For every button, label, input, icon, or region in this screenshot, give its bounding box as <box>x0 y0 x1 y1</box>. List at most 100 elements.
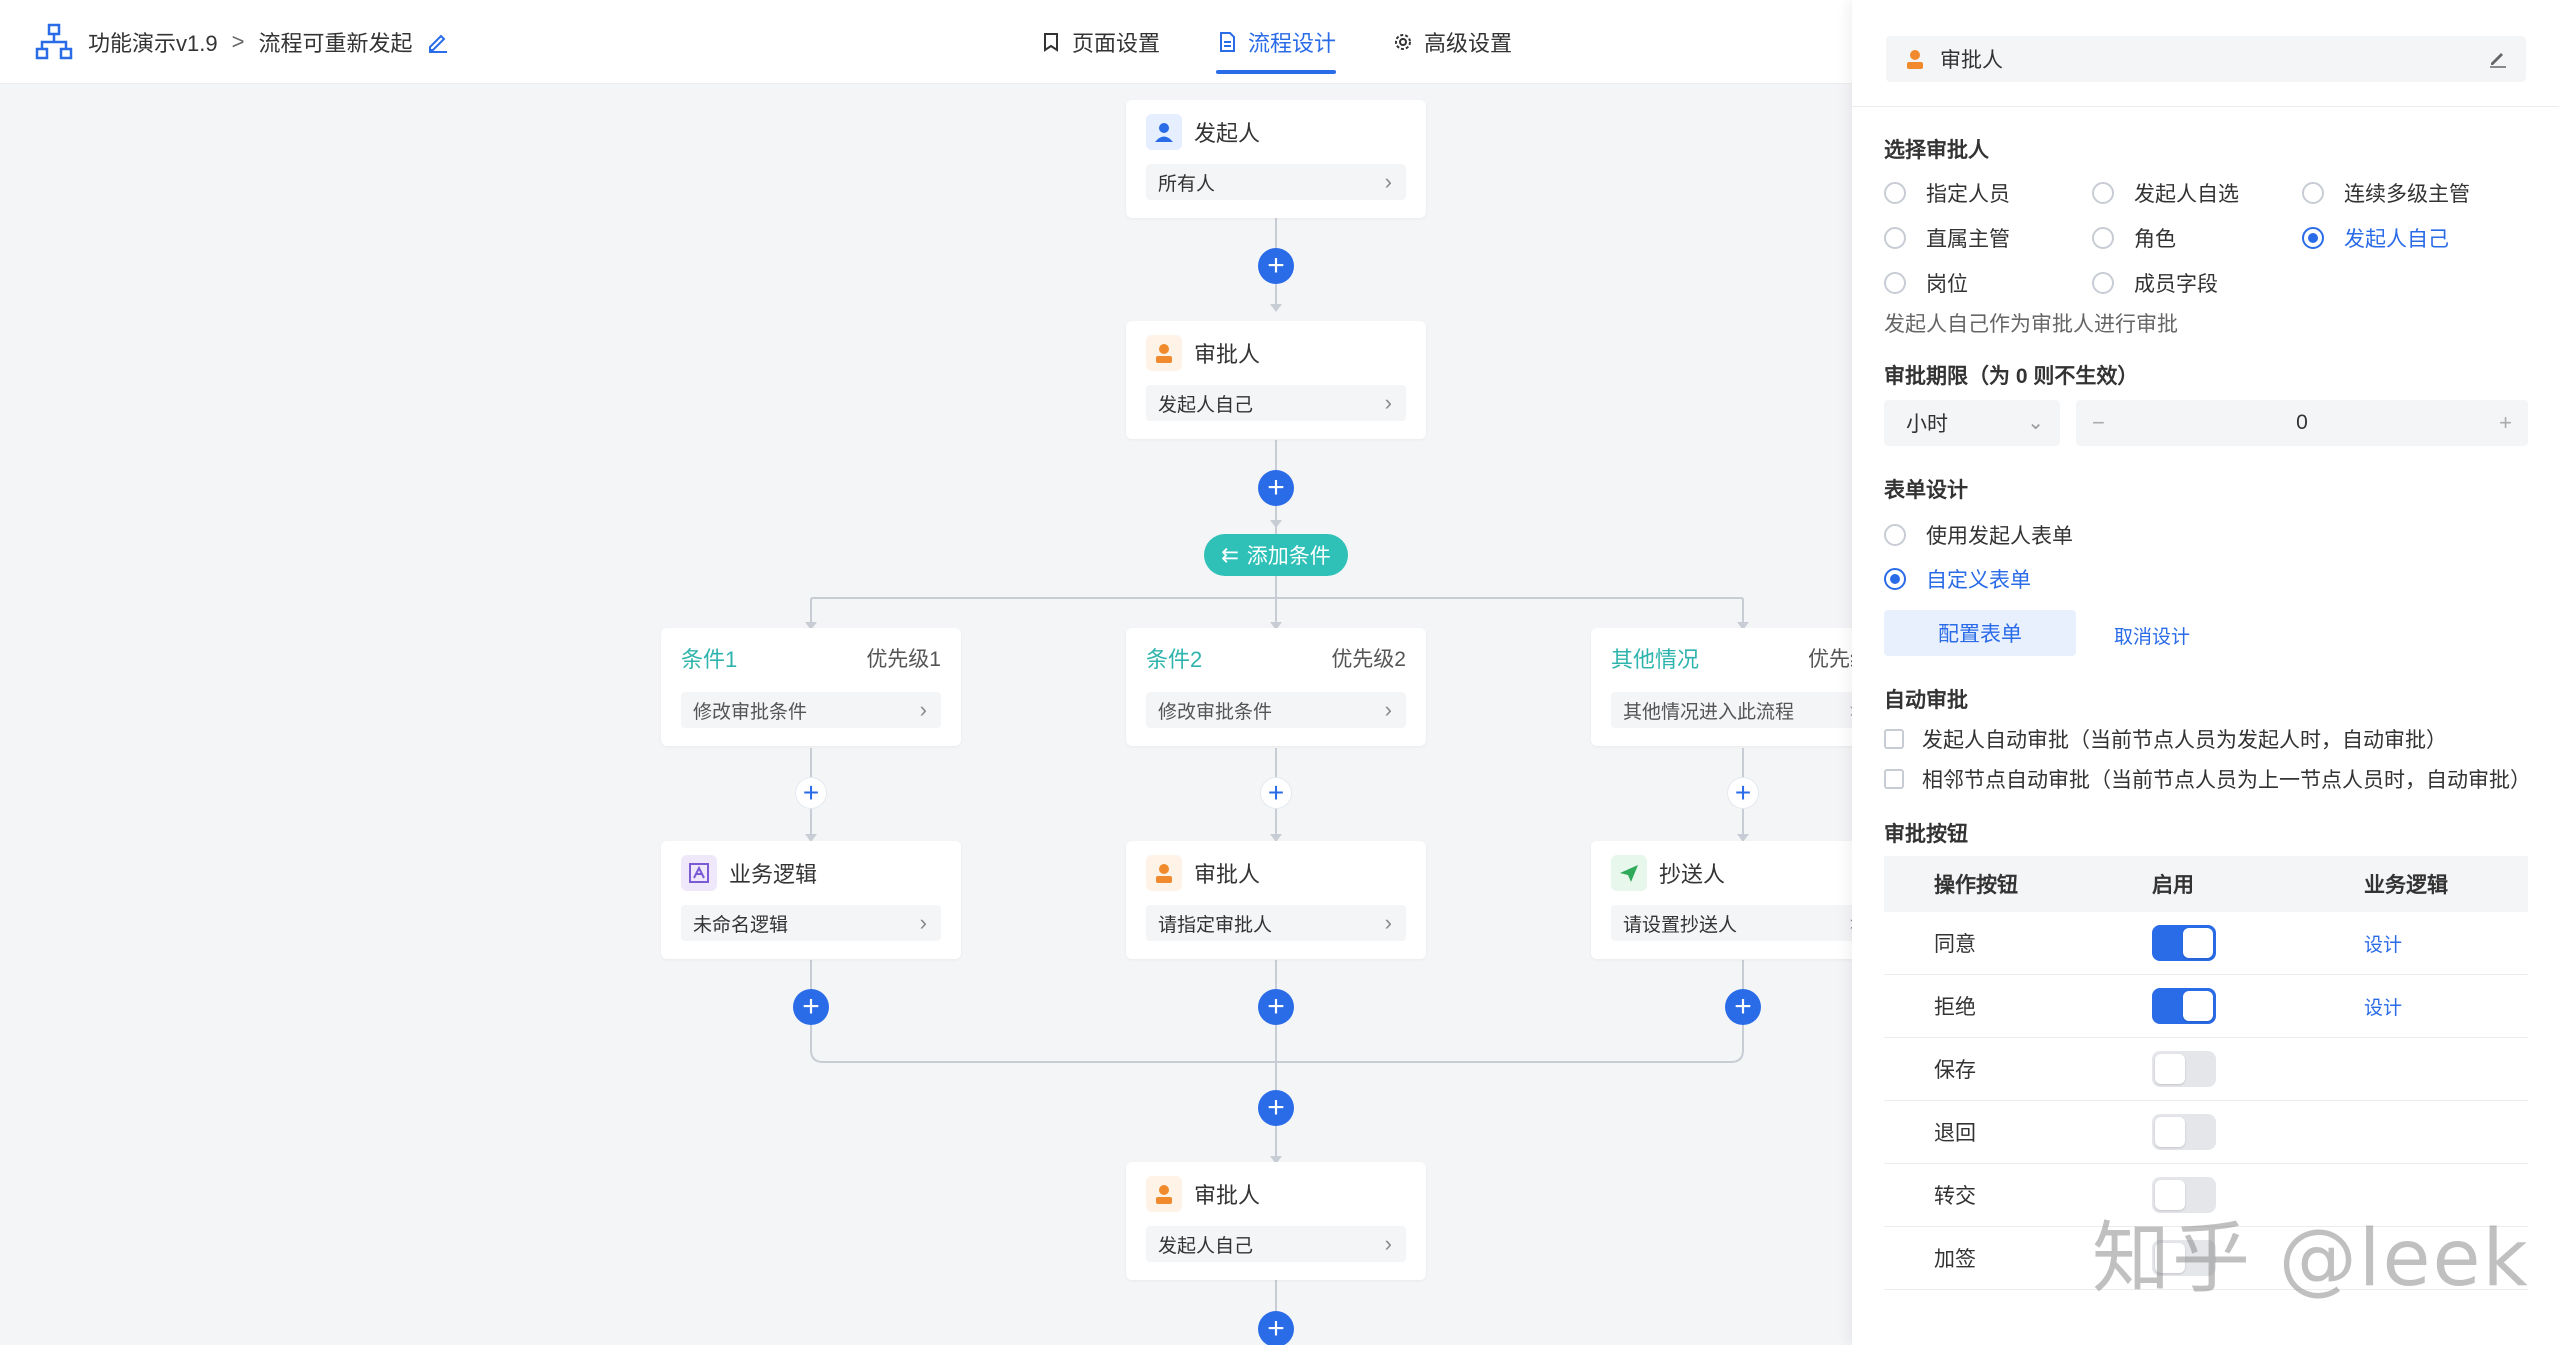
radio-option[interactable]: 连续多级主管 <box>2302 178 2470 208</box>
button-name: 同意 <box>1934 933 1976 956</box>
radio-label: 指定人员 <box>1926 183 2010 206</box>
add-node-button[interactable]: + <box>796 778 826 808</box>
radio-option[interactable]: 岗位 <box>1884 268 1968 298</box>
condition-icon: ⇇ <box>1221 543 1239 567</box>
node-value-text: 请指定审批人 <box>1158 914 1273 936</box>
add-node-button[interactable]: + <box>1258 470 1294 506</box>
node-header: 审批人 <box>1146 335 1260 371</box>
chevron-right-icon: › <box>1384 697 1392 722</box>
add-node-button[interactable]: + <box>1725 989 1761 1025</box>
approver-icon <box>1146 855 1182 891</box>
checkbox-option[interactable]: 发起人自动审批（当前节点人员为发起人时，自动审批） <box>1884 724 2447 754</box>
add-node-button[interactable]: + <box>1258 248 1294 284</box>
add-node-button[interactable]: + <box>1261 778 1291 808</box>
design-link[interactable]: 设计 <box>2364 997 2403 1019</box>
radio-option[interactable]: 使用发起人表单 <box>1884 520 2073 550</box>
org-chart-icon <box>35 23 73 60</box>
radio-label: 自定义表单 <box>1926 569 2031 592</box>
radio-circle[interactable] <box>1884 272 1906 294</box>
add-node-button[interactable]: + <box>793 989 829 1025</box>
minus-button[interactable]: − <box>2092 410 2105 435</box>
table-row: 同意 设计 <box>1884 912 2528 975</box>
approver-node[interactable]: 审批人 请指定审批人 › <box>1126 841 1426 959</box>
checkbox-option[interactable]: 相邻节点自动审批（当前节点人员为上一节点人员时，自动审批） <box>1884 764 2531 794</box>
enable-toggle[interactable] <box>2152 988 2216 1024</box>
radio-option[interactable]: 直属主管 <box>1884 223 2010 253</box>
approval-buttons-table: 操作按钮 启用 业务逻辑 同意 设计 拒绝 设计 保存 退回 转交 <box>1884 856 2528 1290</box>
deadline-unit-select[interactable]: 小时 ⌄ <box>1884 400 2060 446</box>
chevron-right-icon: › <box>1384 910 1392 935</box>
edit-icon[interactable] <box>2488 48 2508 68</box>
radio-circle[interactable] <box>2092 227 2114 249</box>
deadline-label: 审批期限（为 0 则不生效） <box>1884 365 2139 388</box>
enable-toggle[interactable] <box>2152 1114 2216 1150</box>
node-value[interactable]: 发起人自己 › <box>1146 1226 1406 1262</box>
node-value[interactable]: 所有人 › <box>1146 164 1406 200</box>
radio-option-selected[interactable]: 发起人自己 <box>2302 223 2449 253</box>
tab-page-settings[interactable]: 页面设置 <box>1040 0 1160 84</box>
node-value[interactable]: 其他情况进入此流程 › <box>1611 692 1871 728</box>
condition-node-2[interactable]: 条件2 优先级2 修改审批条件 › <box>1126 628 1426 746</box>
design-link[interactable]: 设计 <box>2364 934 2403 956</box>
node-value[interactable]: 修改审批条件 › <box>1146 692 1406 728</box>
radio-circle[interactable] <box>2302 182 2324 204</box>
tab-flow-design[interactable]: 流程设计 <box>1216 0 1337 84</box>
edit-icon[interactable] <box>426 30 450 54</box>
radio-option[interactable]: 角色 <box>2092 223 2176 253</box>
radio-circle[interactable] <box>1884 227 1906 249</box>
node-title-input[interactable]: 审批人 <box>1886 36 2526 82</box>
checkbox[interactable] <box>1884 769 1904 789</box>
toggle-cell <box>2152 1240 2364 1276</box>
radio-label: 发起人自选 <box>2134 183 2239 206</box>
radio-option[interactable]: 成员字段 <box>2092 268 2218 298</box>
cc-node[interactable]: 抄送人 请设置抄送人 › <box>1591 841 1891 959</box>
flow-name: 流程可重新发起 <box>258 31 413 56</box>
tab-label: 高级设置 <box>1424 31 1513 56</box>
add-node-button[interactable]: + <box>1258 1090 1294 1126</box>
condition-node-other[interactable]: 其他情况 优先级 其他情况进入此流程 › <box>1591 628 1891 746</box>
watermark: 知乎 @leek <box>2092 1214 2530 1304</box>
add-node-button[interactable]: + <box>1728 778 1758 808</box>
radio-circle[interactable] <box>2092 182 2114 204</box>
approver-node[interactable]: 审批人 发起人自己 › <box>1126 1162 1426 1280</box>
radio-circle[interactable] <box>1884 182 1906 204</box>
enable-toggle[interactable] <box>2152 1051 2216 1087</box>
add-node-button[interactable]: + <box>1258 1311 1294 1345</box>
radio-option[interactable]: 发起人自选 <box>2092 178 2239 208</box>
enable-toggle[interactable] <box>2152 925 2216 961</box>
initiator-node[interactable]: 发起人 所有人 › <box>1126 100 1426 218</box>
deadline-stepper[interactable]: − 0 + <box>2076 400 2528 446</box>
radio-option[interactable]: 指定人员 <box>1884 178 2010 208</box>
node-value[interactable]: 修改审批条件 › <box>681 692 941 728</box>
node-value[interactable]: 请设置抄送人 › <box>1611 905 1871 941</box>
stepper-value[interactable]: 0 <box>2296 411 2308 434</box>
column-header: 操作按钮 <box>1934 874 2018 897</box>
radio-option-selected[interactable]: 自定义表单 <box>1884 564 2031 594</box>
tab-advanced-settings[interactable]: 高级设置 <box>1392 0 1512 84</box>
checkbox[interactable] <box>1884 729 1904 749</box>
condition-node-1[interactable]: 条件1 优先级1 修改审批条件 › <box>661 628 961 746</box>
logic-node[interactable]: 业务逻辑 未命名逻辑 › <box>661 841 961 959</box>
checkbox-label: 发起人自动审批（当前节点人员为发起人时，自动审批） <box>1922 729 2447 752</box>
app-name[interactable]: 功能演示v1.9 <box>88 31 218 56</box>
radio-circle[interactable] <box>2092 272 2114 294</box>
cancel-design-button[interactable]: 取消设计 <box>2114 627 2191 648</box>
flow-canvas[interactable]: 发起人 所有人 › + 审批人 发起人自己 › + ⇇ 添加条件 条件1 优先级… <box>0 84 1891 1345</box>
node-header: 业务逻辑 <box>681 855 817 891</box>
flow-connectors <box>805 218 1749 1324</box>
enable-toggle[interactable] <box>2152 1240 2216 1276</box>
node-title: 审批人 <box>1194 1183 1261 1208</box>
node-value[interactable]: 请指定审批人 › <box>1146 905 1406 941</box>
radio-circle[interactable] <box>1884 524 1906 546</box>
radio-label: 使用发起人表单 <box>1926 525 2073 548</box>
node-value[interactable]: 未命名逻辑 › <box>681 905 941 941</box>
add-condition-button[interactable]: ⇇ 添加条件 <box>1204 534 1348 576</box>
add-node-button[interactable]: + <box>1258 989 1294 1025</box>
node-value[interactable]: 发起人自己 › <box>1146 385 1406 421</box>
enable-toggle[interactable] <box>2152 1177 2216 1213</box>
config-form-button[interactable]: 配置表单 <box>1884 610 2076 656</box>
approver-node[interactable]: 审批人 发起人自己 › <box>1126 321 1426 439</box>
plus-button[interactable]: + <box>2499 410 2512 435</box>
radio-circle[interactable] <box>1884 568 1906 590</box>
radio-circle[interactable] <box>2302 227 2324 249</box>
